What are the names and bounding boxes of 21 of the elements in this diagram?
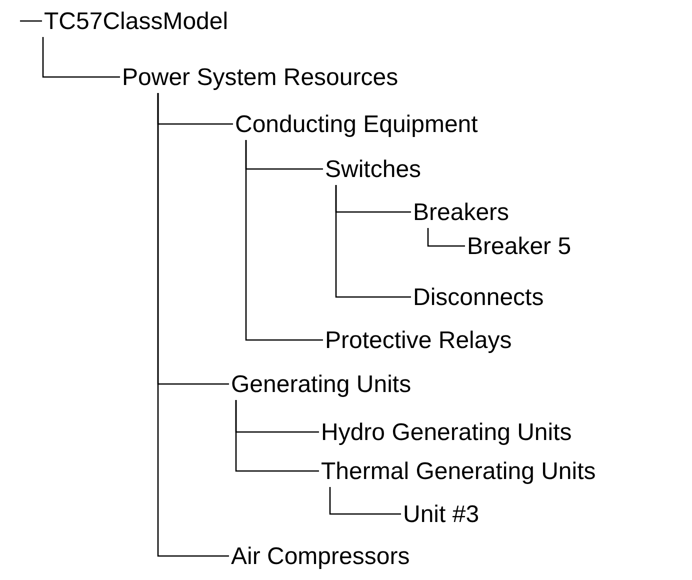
tree-connector [335,185,411,298]
tree-connector [427,228,465,247]
tree-item-label: Thermal Generating Units [321,458,596,486]
tree-connector [235,400,319,472]
tree-item-label: Unit #3 [403,501,480,529]
tree-item-label: Hydro Generating Units [321,419,572,447]
tree-item-label: Air Compressors [231,543,410,571]
tree-item-label: Power System Resources [122,64,398,92]
tree-connector [20,20,42,22]
tree-connector [157,93,229,557]
tree-item-label: Breaker 5 [467,233,572,261]
tree-connector [245,140,323,341]
tree-item-label: Generating Units [231,371,412,399]
tree-item-label: TC57ClassModel [44,8,228,36]
tree-item-label: Disconnects [413,284,544,312]
tree-item-label: Conducting Equipment [235,111,478,139]
tree-connector [329,487,401,515]
tree-item-label: Switches [325,156,422,184]
tree-item-label: Protective Relays [325,327,512,355]
tree-item-label: Breakers [413,199,510,227]
tree-connector [42,37,120,78]
